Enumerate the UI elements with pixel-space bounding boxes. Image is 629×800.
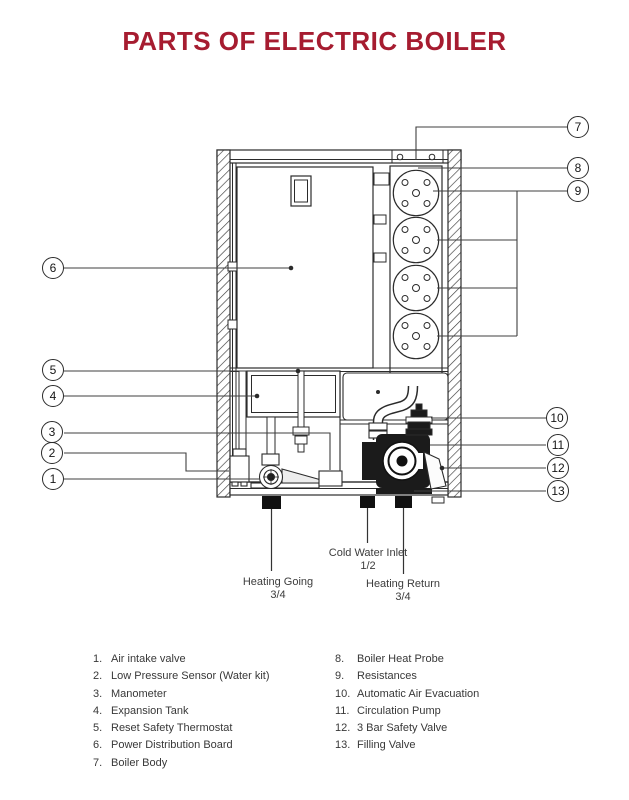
manometer <box>318 470 343 487</box>
callout-1-badge: 1 <box>42 468 64 490</box>
part-label: Boiler Body <box>111 756 168 769</box>
part-item-5: 5. Reset Safety Thermostat <box>93 720 270 737</box>
part-number: 6. <box>93 739 103 752</box>
part-item-11: 11. Circulation Pump <box>335 703 479 720</box>
part-label: Air intake valve <box>111 653 186 665</box>
callout-7-badge: 7 <box>567 116 589 138</box>
part-number: 3. <box>93 687 103 700</box>
pipe-label-size: 3/4 <box>270 589 286 601</box>
part-number: 7. <box>93 756 103 769</box>
part-item-7: 7. Boiler Body <box>93 755 270 772</box>
part-number: 10. <box>335 687 351 700</box>
part-item-10: 10. Automatic Air Evacuation <box>335 686 479 703</box>
callout-12-badge: 12 <box>547 457 569 479</box>
leader-lines <box>64 126 567 492</box>
resistance-4 <box>392 312 440 360</box>
pump-face <box>382 441 422 481</box>
pipe-label-size: 3/4 <box>395 591 411 603</box>
part-number: 13. <box>335 739 351 752</box>
pipe-label-cold-water-inlet: Cold Water Inlet 1/2 <box>298 547 438 573</box>
part-item-4: 4. Expansion Tank <box>93 703 270 720</box>
pipe-label-heating-return: Heating Return 3/4 <box>333 578 473 604</box>
automatic-air-evacuation <box>405 403 433 436</box>
part-item-1: 1. Air intake valve <box>93 651 270 668</box>
part-item-2: 2. Low Pressure Sensor (Water kit) <box>93 668 270 685</box>
connection-nozzles <box>262 496 412 574</box>
callout-10-badge: 10 <box>546 407 568 429</box>
part-label: Reset Safety Thermostat <box>111 722 233 735</box>
part-label: Boiler Heat Probe <box>357 653 444 665</box>
part-item-8: 8. Boiler Heat Probe <box>335 651 479 668</box>
part-label: Automatic Air Evacuation <box>357 687 480 700</box>
part-item-13: 13. Filling Valve <box>335 737 479 754</box>
part-item-3: 3. Manometer <box>93 686 270 703</box>
part-item-12: 12. 3 Bar Safety Valve <box>335 720 479 737</box>
pipe-label-size: 1/2 <box>360 560 376 572</box>
part-label: Power Distribution Board <box>111 739 233 752</box>
part-number: 4. <box>93 704 103 717</box>
part-number: 5. <box>93 722 103 735</box>
resistances-panel <box>389 153 443 388</box>
page-title: PARTS OF ELECTRIC BOILER <box>122 26 507 56</box>
callout-4-badge: 4 <box>42 385 64 407</box>
part-label: Circulation Pump <box>357 704 441 717</box>
pipe-label-heating-going: Heating Going 3/4 <box>208 576 348 602</box>
part-number: 12. <box>335 722 351 735</box>
callout-9-badge: 9 <box>567 180 589 202</box>
part-item-9: 9. Resistances <box>335 668 479 685</box>
callout-6-badge: 6 <box>42 257 64 279</box>
safety-valve <box>423 451 447 490</box>
part-label: Low Pressure Sensor (Water kit) <box>111 670 270 683</box>
part-item-6: 6. Power Distribution Board <box>93 737 270 754</box>
part-number: 8. <box>335 653 345 665</box>
expansion-tank <box>246 370 341 418</box>
display-window <box>290 175 312 207</box>
part-number: 11. <box>335 704 350 717</box>
resistance-2 <box>392 216 440 264</box>
part-label: Expansion Tank <box>111 704 189 717</box>
callout-13-badge: 13 <box>547 480 569 502</box>
resistance-3 <box>392 264 440 312</box>
part-label: Manometer <box>111 687 167 700</box>
part-number: 9. <box>335 670 345 683</box>
callout-2-badge: 2 <box>41 442 63 464</box>
callout-5-badge: 5 <box>42 359 64 381</box>
resistance-1 <box>392 169 440 217</box>
parts-list-right: 8. Boiler Heat Probe 9. Resistances 10. Aut… <box>335 651 479 755</box>
pipe-label-name: Heating Going <box>242 576 314 588</box>
callout-3-badge: 3 <box>41 421 63 443</box>
part-number: 2. <box>93 670 103 683</box>
circulation-pump <box>362 434 432 494</box>
callout-8-badge: 8 <box>567 157 589 179</box>
callout-11-badge: 11 <box>547 434 569 456</box>
parts-list-left: 1. Air intake valve 2. Low Pressure Sensor… <box>93 651 270 772</box>
filling-valve <box>431 496 445 504</box>
part-label: 3 Bar Safety Valve <box>357 722 448 735</box>
low-pressure-sensor <box>229 448 250 487</box>
part-label: Resistances <box>357 670 417 683</box>
part-number: 1. <box>93 653 103 665</box>
part-label: Filling Valve <box>357 739 416 752</box>
pipe-label-name: Heating Return <box>366 578 440 590</box>
pipe-label-name: Cold Water Inlet <box>328 547 408 559</box>
